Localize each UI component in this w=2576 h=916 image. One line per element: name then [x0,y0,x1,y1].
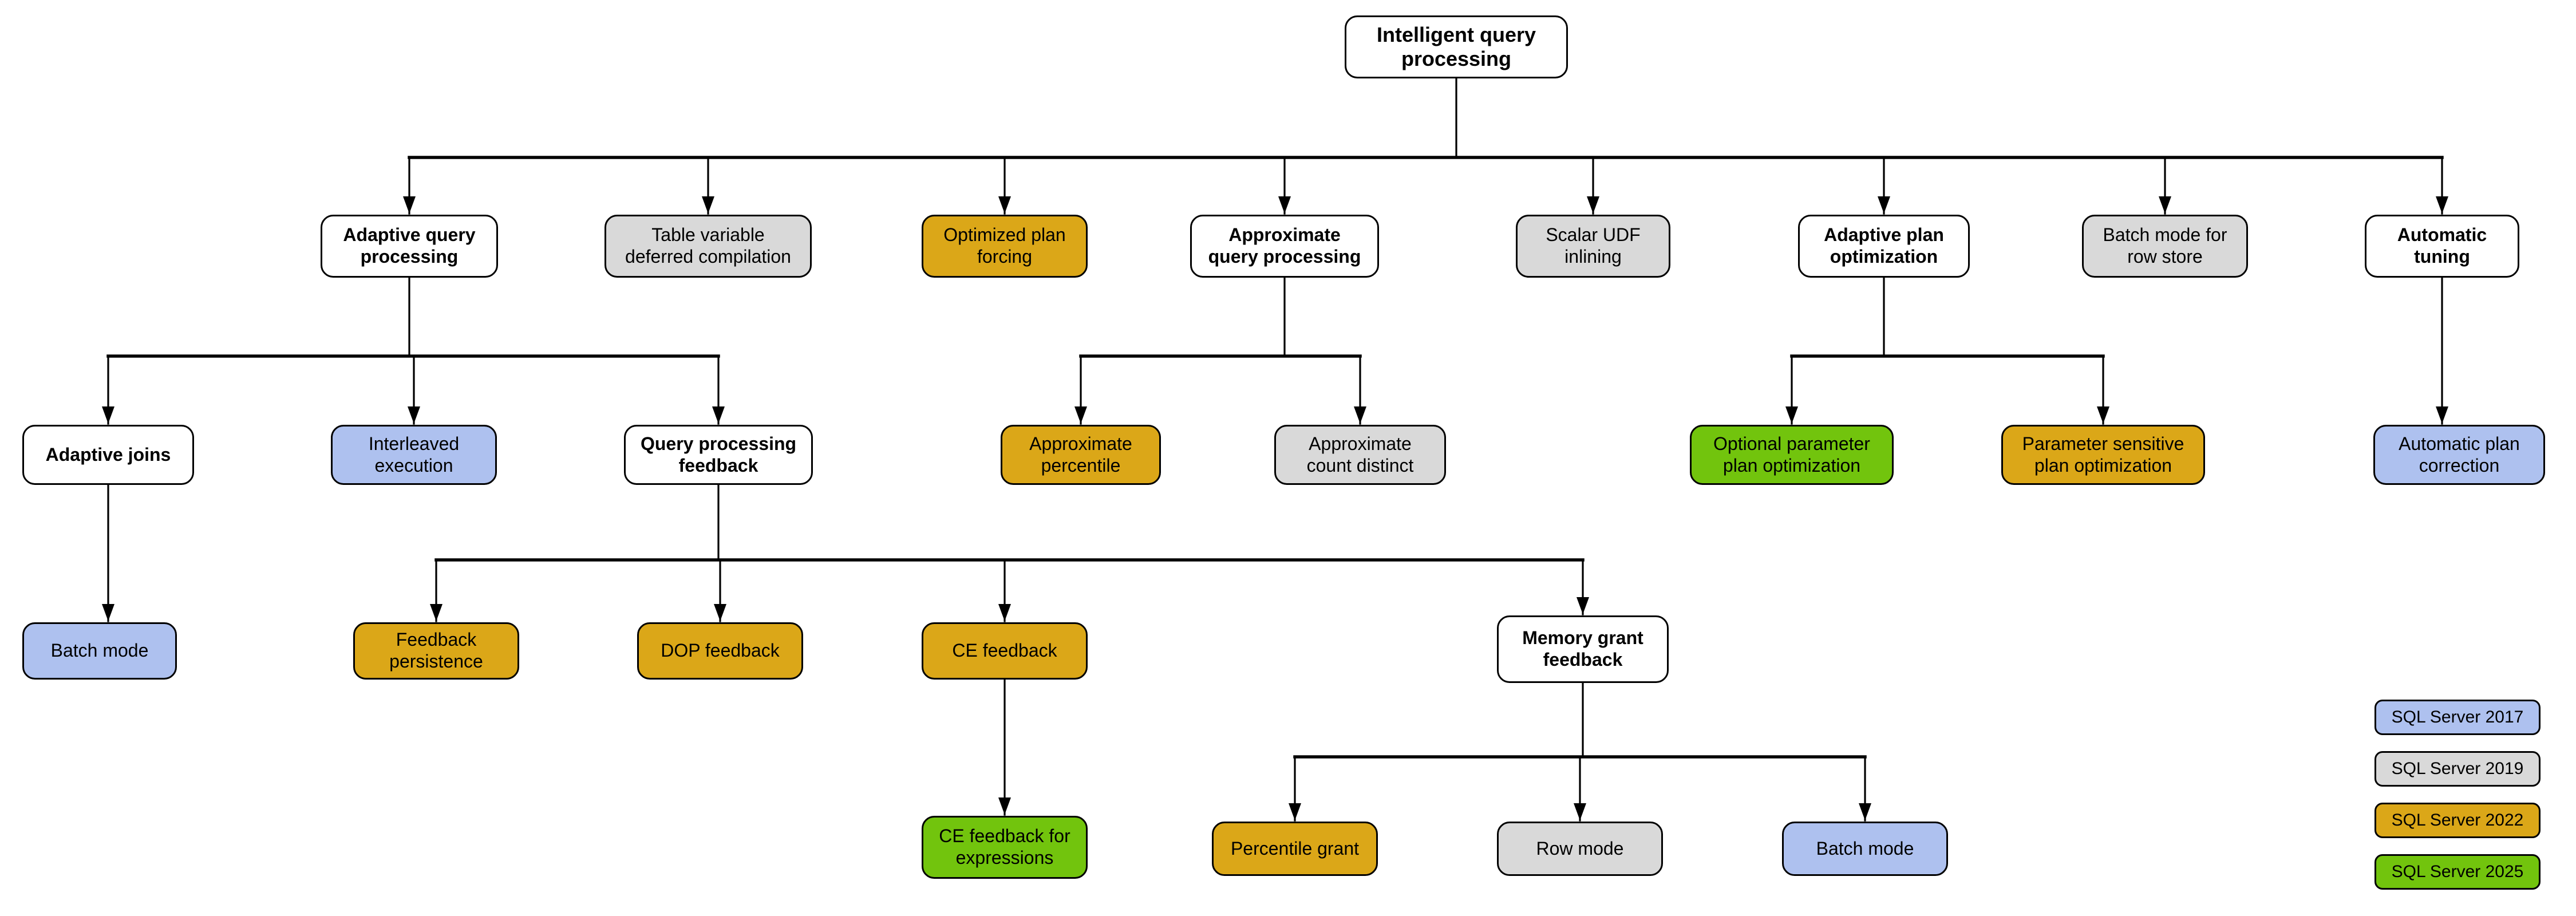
node-approximate-count-distinct[interactable]: Approximate count distinct [1274,425,1446,485]
node-row-mode[interactable]: Row mode [1497,822,1663,876]
legend-item-sql-server-2025: SQL Server 2025 [2374,854,2541,890]
node-adaptive-plan-optimization[interactable]: Adaptive plan optimization [1798,215,1970,278]
node-intelligent-query-processing[interactable]: Intelligent query processing [1345,15,1568,78]
node-optional-parameter-plan-optimization[interactable]: Optional parameter plan optimization [1690,425,1894,485]
node-automatic-plan-correction[interactable]: Automatic plan correction [2373,425,2545,485]
legend-item-sql-server-2022: SQL Server 2022 [2374,803,2541,838]
node-optimized-plan-forcing[interactable]: Optimized plan forcing [922,215,1088,278]
node-memory-grant-feedback[interactable]: Memory grant feedback [1497,615,1669,683]
node-percentile-grant[interactable]: Percentile grant [1212,822,1378,876]
node-batch-mode-for-row-store[interactable]: Batch mode for row store [2082,215,2248,278]
node-parameter-sensitive-plan-optimization[interactable]: Parameter sensitive plan optimization [2001,425,2205,485]
node-feedback-persistence[interactable]: Feedback persistence [353,622,519,680]
node-adaptive-joins[interactable]: Adaptive joins [22,425,194,485]
node-ce-feedback[interactable]: CE feedback [922,622,1088,680]
node-table-variable-deferred-compilation[interactable]: Table variable deferred compilation [605,215,812,278]
node-approximate-query-processing[interactable]: Approximate query processing [1190,215,1379,278]
node-query-processing-feedback[interactable]: Query processing feedback [624,425,813,485]
node-interleaved-execution[interactable]: Interleaved execution [331,425,497,485]
node-scalar-udf-inlining[interactable]: Scalar UDF inlining [1516,215,1670,278]
node-dop-feedback[interactable]: DOP feedback [637,622,803,680]
legend-item-sql-server-2017: SQL Server 2017 [2374,700,2541,735]
node-adaptive-query-processing[interactable]: Adaptive query processing [321,215,498,278]
node-ce-feedback-for-expressions[interactable]: CE feedback for expressions [922,816,1088,879]
node-approximate-percentile[interactable]: Approximate percentile [1001,425,1161,485]
node-batch-mode[interactable]: Batch mode [1782,822,1948,876]
node-batch-mode[interactable]: Batch mode [22,622,177,680]
legend-item-sql-server-2019: SQL Server 2019 [2374,751,2541,787]
node-automatic-tuning[interactable]: Automatic tuning [2365,215,2519,278]
